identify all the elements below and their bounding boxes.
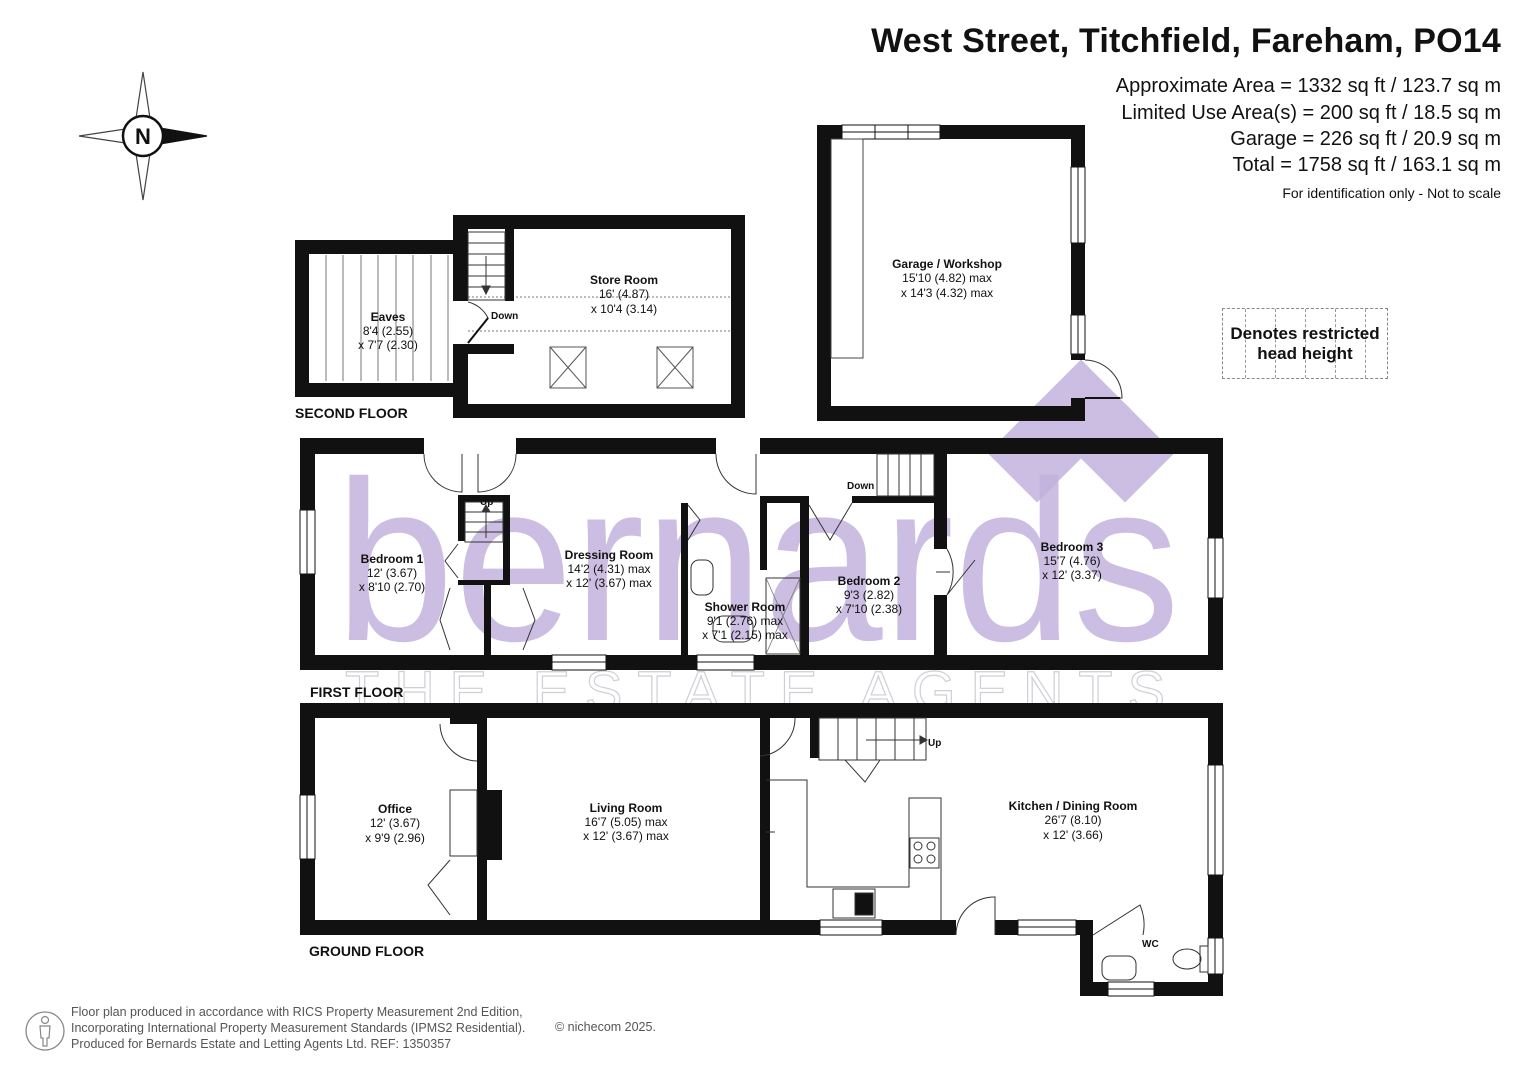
bedroom1-name: Bedroom 1 xyxy=(361,552,424,566)
wc-name: WC xyxy=(1142,939,1159,950)
eaves-name: Eaves xyxy=(371,310,406,324)
kitchen-dim2: x 12' (3.66) xyxy=(1043,828,1103,842)
store-room-dim1: 16' (4.87) xyxy=(599,287,649,301)
office-dim1: 12' (3.67) xyxy=(370,816,420,830)
person-scale-icon xyxy=(25,1011,65,1051)
bedroom3-name: Bedroom 3 xyxy=(1041,540,1104,554)
eaves-dim1: 8'4 (2.55) xyxy=(363,324,413,338)
legend-line-2: head height xyxy=(1257,344,1353,363)
garage-dim2: x 14'3 (4.32) max xyxy=(901,286,993,300)
store-room-dim2: x 10'4 (3.14) xyxy=(591,302,657,316)
living-room-dim2: x 12' (3.67) max xyxy=(583,829,669,843)
shower-room-dim1: 9'1 (2.76) max xyxy=(707,614,783,628)
garage-area: Garage = 226 sq ft / 20.9 sq m xyxy=(1230,128,1501,150)
bedroom3-dim2: x 12' (3.37) xyxy=(1042,568,1102,582)
total-area: Total = 1758 sq ft / 163.1 sq m xyxy=(1232,154,1502,176)
second-floor-label: SECOND FLOOR xyxy=(295,405,408,421)
footer-line-3: Produced for Bernards Estate and Letting… xyxy=(71,1037,452,1051)
bedroom3-dim1: 15'7 (4.76) xyxy=(1044,554,1101,568)
office-name: Office xyxy=(378,802,412,816)
bedroom1-dim1: 12' (3.67) xyxy=(367,566,417,580)
kitchen-dim1: 26'7 (8.10) xyxy=(1045,813,1102,827)
dressing-room-dim2: x 12' (3.67) max xyxy=(566,576,652,590)
first-floor-plan: Up Down Bedroom 1 12' (3.67) x 8'10 (2.7… xyxy=(299,438,1224,700)
ground-floor-plan: Up Office 12' (3.67) x 9'9 (2.96) Living… xyxy=(299,703,1224,997)
scale-note: For identification only - Not to scale xyxy=(1282,185,1501,201)
dressing-room-dim1: 14'2 (4.31) max xyxy=(568,562,651,576)
bedroom1-dim2: x 8'10 (2.70) xyxy=(359,580,425,594)
office-dim2: x 9'9 (2.96) xyxy=(365,831,425,845)
compass-rose: N xyxy=(78,71,208,201)
shower-room-dim2: x 7'1 (2.15) max xyxy=(702,628,788,642)
eaves-dim2: x 7'7 (2.30) xyxy=(358,338,418,352)
first-floor-label: FIRST FLOOR xyxy=(310,684,403,700)
property-title: West Street, Titchfield, Fareham, PO14 xyxy=(871,22,1501,60)
watermark-brand: bernards xyxy=(335,435,1180,689)
living-room-dim1: 16'7 (5.05) max xyxy=(585,815,668,829)
legend-line-1: Denotes restricted xyxy=(1230,324,1380,343)
living-room-name: Living Room xyxy=(590,801,663,815)
restricted-height-legend: Denotes restricted head height xyxy=(1222,308,1388,379)
footer-disclaimer: Floor plan produced in accordance with R… xyxy=(71,1004,525,1052)
kitchen-name: Kitchen / Dining Room xyxy=(1009,799,1138,813)
garage-name: Garage / Workshop xyxy=(892,257,1002,271)
limited-use-area: Limited Use Area(s) = 200 sq ft / 18.5 s… xyxy=(1121,102,1501,124)
first-floor-stairs-down-label: Down xyxy=(847,481,874,492)
second-floor-plan: Down Eaves 8'4 (2.55) x 7'7 (2.30) Store… xyxy=(295,215,745,421)
bedroom2-name: Bedroom 2 xyxy=(838,574,901,588)
first-floor-stairs-up-label: Up xyxy=(480,497,493,508)
shower-room-name: Shower Room xyxy=(705,600,786,614)
footer-line-1: Floor plan produced in accordance with R… xyxy=(71,1005,523,1019)
store-room-name: Store Room xyxy=(590,273,658,287)
dressing-room-name: Dressing Room xyxy=(565,548,654,562)
second-floor-stairs-label: Down xyxy=(491,311,518,322)
bedroom2-dim1: 9'3 (2.82) xyxy=(844,588,894,602)
footer-line-2: Incorporating International Property Mea… xyxy=(71,1021,526,1035)
footer-copyright: © nichecom 2025. xyxy=(555,1020,656,1034)
garage-dim1: 15'10 (4.82) max xyxy=(902,271,992,285)
approximate-area: Approximate Area = 1332 sq ft / 123.7 sq… xyxy=(1115,75,1501,97)
ground-floor-stairs-up-label: Up xyxy=(928,738,941,749)
compass-north-label: N xyxy=(135,124,151,149)
garage-plan: Garage / Workshop 15'10 (4.82) max x 14'… xyxy=(817,124,1123,421)
ground-floor-label: GROUND FLOOR xyxy=(309,943,424,959)
bedroom2-dim2: x 7'10 (2.38) xyxy=(836,602,902,616)
